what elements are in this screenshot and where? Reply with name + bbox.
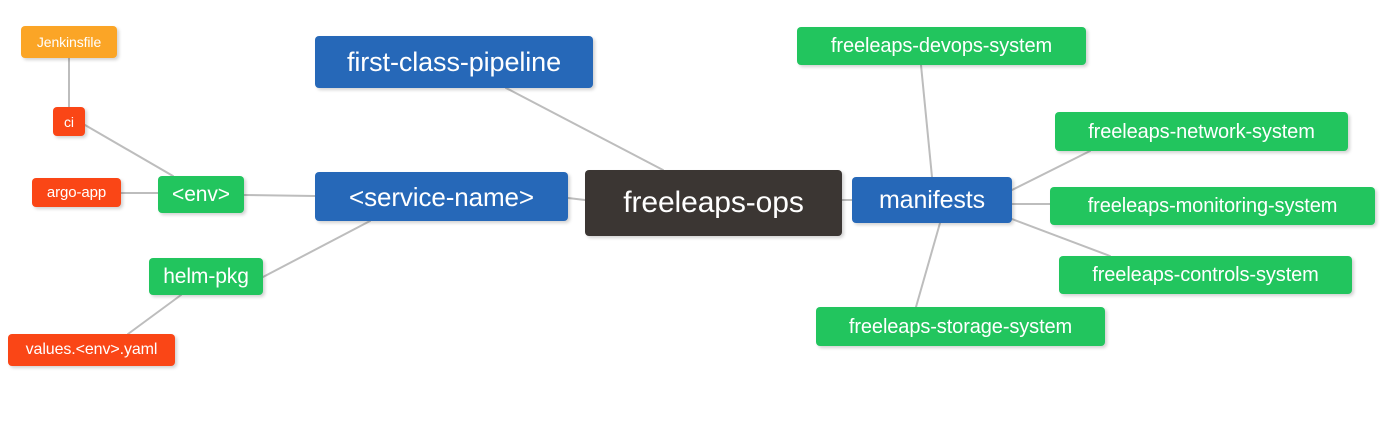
edge-helm-pkg-to-values-env-yaml — [127, 294, 182, 335]
edge-freeleaps-ops-to-first-class-pipeline — [505, 87, 664, 171]
edge-env-to-ci — [84, 124, 174, 177]
mindmap-node-ci[interactable]: ci — [53, 107, 85, 136]
mindmap-node-jenkinsfile[interactable]: Jenkinsfile — [21, 26, 117, 58]
mindmap-node-freeleaps-ops[interactable]: freeleaps-ops — [585, 170, 842, 236]
mindmap-node-freeleaps-devops-system[interactable]: freeleaps-devops-system — [797, 27, 1086, 65]
mindmap-node-env[interactable]: <env> — [158, 176, 244, 213]
edge-manifests-to-freeleaps-network-system — [1011, 150, 1091, 191]
mindmap-node-service-name[interactable]: <service-name> — [315, 172, 568, 221]
mindmap-node-argo-app[interactable]: argo-app — [32, 178, 121, 207]
mindmap-node-values-env-yaml[interactable]: values.<env>.yaml — [8, 334, 175, 366]
edge-service-name-to-env — [243, 194, 316, 197]
edge-manifests-to-freeleaps-storage-system — [915, 222, 941, 308]
mindmap-node-freeleaps-monitoring-system[interactable]: freeleaps-monitoring-system — [1050, 187, 1375, 225]
mindmap-node-freeleaps-storage-system[interactable]: freeleaps-storage-system — [816, 307, 1105, 346]
mindmap-node-manifests[interactable]: manifests — [852, 177, 1012, 223]
mindmap-node-freeleaps-controls-system[interactable]: freeleaps-controls-system — [1059, 256, 1352, 294]
mindmap-node-first-class-pipeline[interactable]: first-class-pipeline — [315, 36, 593, 88]
edge-freeleaps-ops-to-service-name — [567, 197, 586, 201]
mindmap-node-freeleaps-network-system[interactable]: freeleaps-network-system — [1055, 112, 1348, 151]
mindmap-node-helm-pkg[interactable]: helm-pkg — [149, 258, 263, 295]
edge-service-name-to-helm-pkg — [262, 220, 371, 278]
edge-manifests-to-freeleaps-devops-system — [920, 64, 933, 178]
